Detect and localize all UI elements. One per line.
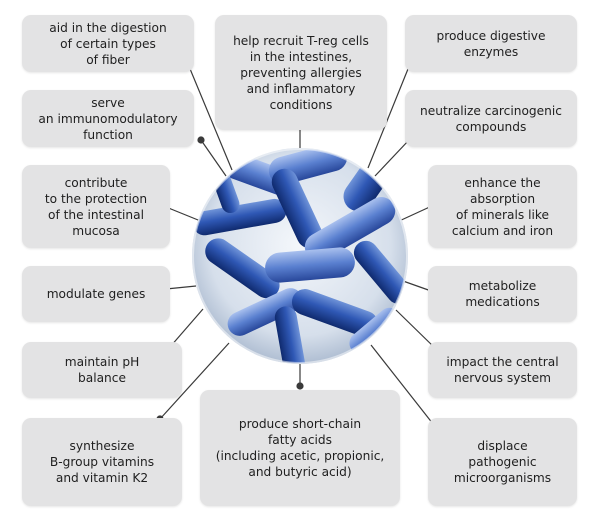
connector-modulate-genes bbox=[165, 285, 197, 290]
connector-dot-short-chain bbox=[296, 382, 304, 390]
function-vitamins: synthesize B-group vitamins and vitamin … bbox=[22, 418, 182, 506]
function-label: synthesize B-group vitamins and vitamin … bbox=[49, 439, 155, 485]
function-digestive-enzymes: produce digestive enzymes bbox=[405, 15, 577, 72]
function-short-chain: produce short-chain fatty acids (includi… bbox=[200, 390, 400, 506]
function-modulate-genes: modulate genes bbox=[22, 266, 170, 322]
function-treg-cells: help recruit T-reg cells in the intestin… bbox=[215, 15, 387, 130]
function-pathogenic: displace pathogenic microorganisms bbox=[428, 418, 577, 506]
function-digestion-fiber: aid in the digestion of certain types of… bbox=[22, 15, 194, 72]
connector-carcinogenic bbox=[374, 139, 410, 177]
function-central-nervous: impact the central nervous system bbox=[428, 342, 577, 398]
function-label: modulate genes bbox=[46, 287, 146, 301]
function-immunomodulatory: serve an immunomodulatory function bbox=[22, 90, 194, 147]
function-label: produce digestive enzymes bbox=[436, 28, 546, 59]
function-ph-balance: maintain pH balance bbox=[22, 342, 182, 398]
connector-pathogenic bbox=[370, 344, 438, 430]
function-mineral-absorption: enhance the absorption of minerals like … bbox=[428, 165, 577, 248]
function-label: displace pathogenic microorganisms bbox=[453, 439, 552, 485]
function-label: aid in the digestion of certain types of… bbox=[49, 20, 167, 67]
function-label: contribute to the protection of the inte… bbox=[44, 175, 148, 238]
connector-digestive-enzymes bbox=[367, 63, 411, 169]
connector-mineral-absorption bbox=[396, 204, 435, 223]
function-label: impact the central nervous system bbox=[446, 355, 559, 385]
connector-intestinal-mucosa bbox=[165, 206, 204, 223]
function-label: help recruit T-reg cells in the intestin… bbox=[233, 33, 369, 112]
connector-vitamins bbox=[159, 342, 230, 420]
function-label: maintain pH balance bbox=[64, 355, 140, 385]
connector-ph-balance bbox=[169, 308, 204, 348]
function-intestinal-mucosa: contribute to the protection of the inte… bbox=[22, 165, 170, 248]
connector-immunomodulatory bbox=[200, 139, 227, 177]
function-label: enhance the absorption of minerals like … bbox=[451, 175, 554, 238]
function-label: metabolize medications bbox=[465, 279, 540, 309]
function-label: serve an immunomodulatory function bbox=[38, 95, 178, 142]
function-metabolize-medications: metabolize medications bbox=[428, 266, 577, 322]
function-label: neutralize carcinogenic compounds bbox=[420, 103, 562, 134]
function-carcinogenic: neutralize carcinogenic compounds bbox=[405, 90, 577, 147]
function-label: produce short-chain fatty acids (includi… bbox=[215, 417, 385, 479]
connector-digestion-fiber bbox=[187, 63, 233, 171]
connector-dot-immunomodulatory bbox=[197, 136, 205, 144]
